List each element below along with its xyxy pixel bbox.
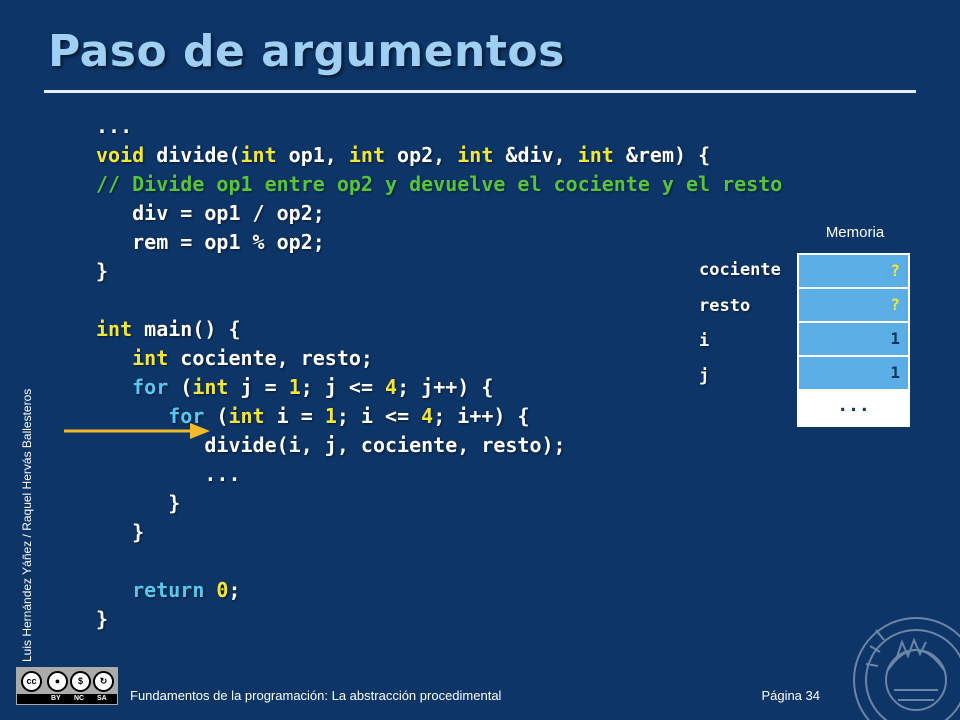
code-keyword: 4: [421, 404, 434, 428]
code-line: div = op1 / op2;: [96, 199, 782, 228]
memory-table: ? ? 1 1 ...: [797, 253, 910, 427]
code-text: divide(i, j, cociente, resto);: [96, 433, 566, 457]
code-line: }: [96, 257, 782, 286]
memory-label-resto: resto: [699, 296, 751, 316]
code-keyword: 1: [324, 404, 337, 428]
code-comment: // Divide op1 entre op2 y devuelve el co…: [96, 172, 783, 196]
memory-title: Memoria: [825, 224, 885, 241]
creative-commons-license-icon[interactable]: cc ● $ ↻ BY NC SA: [16, 667, 118, 705]
code-listing: ...void divide(int op1, int op2, int &di…: [96, 112, 782, 634]
title-underline: [44, 90, 916, 93]
code-text: ; i <=: [336, 404, 422, 428]
code-text: ; i++) {: [433, 404, 530, 428]
code-line: ...: [96, 460, 782, 489]
author-credit: Luis Hernández Yáñez / Raquel Hervás Bal…: [20, 388, 34, 662]
code-text: ;: [228, 578, 241, 602]
code-text: }: [96, 259, 109, 283]
code-text: op2,: [385, 143, 458, 167]
code-keyword: int: [457, 143, 494, 167]
code-line: }: [96, 518, 782, 547]
code-line: ...: [96, 112, 782, 141]
code-keyword: int: [96, 317, 133, 341]
code-keyword: return: [132, 578, 205, 602]
code-text: [96, 346, 132, 370]
code-keyword: 0: [216, 578, 229, 602]
footer-course-title: Fundamentos de la programación: La abstr…: [130, 688, 502, 703]
code-line: [96, 547, 782, 576]
code-line: void divide(int op1, int op2, int &div, …: [96, 141, 782, 170]
memory-label-i: i: [699, 331, 710, 351]
code-text: cociente, resto;: [168, 346, 373, 370]
code-text: div = op1 / op2;: [96, 201, 325, 225]
code-keyword: 4: [385, 375, 398, 399]
code-keyword: for: [168, 404, 205, 428]
code-line: for (int i = 1; i <= 4; i++) {: [96, 402, 782, 431]
code-text: (: [168, 375, 193, 399]
right-arrow-icon: [64, 423, 210, 439]
code-text: }: [96, 520, 145, 544]
code-text: &div,: [493, 143, 578, 167]
page-number: Página 34: [761, 688, 820, 703]
code-keyword: int: [228, 404, 265, 428]
code-line: int cociente, resto;: [96, 344, 782, 373]
memory-label-j: j: [699, 366, 710, 386]
code-text: }: [96, 491, 181, 515]
code-line: int main() {: [96, 315, 782, 344]
code-text: ...: [96, 462, 241, 486]
code-text: divide(: [144, 143, 241, 167]
code-text: j =: [228, 375, 289, 399]
code-line: }: [96, 489, 782, 518]
code-keyword: int: [192, 375, 229, 399]
memory-cell-i: 1: [799, 323, 908, 357]
memory-cell-j: 1: [799, 357, 908, 391]
code-text: rem = op1 % op2;: [96, 230, 325, 254]
code-line: // Divide op1 entre op2 y devuelve el co…: [96, 170, 782, 199]
slide-title: Paso de argumentos: [48, 26, 565, 77]
code-line: [96, 286, 782, 315]
code-line: for (int j = 1; j <= 4; j++) {: [96, 373, 782, 402]
code-keyword: int: [577, 143, 614, 167]
code-keyword: void: [96, 143, 145, 167]
license-by-label: BY: [51, 695, 61, 702]
memory-cell-cociente: ?: [799, 255, 908, 289]
code-text: ; j <=: [300, 375, 386, 399]
code-text: ; j++) {: [397, 375, 494, 399]
code-text: ...: [96, 114, 133, 138]
code-text: [96, 375, 132, 399]
code-keyword: for: [132, 375, 169, 399]
code-line: rem = op1 % op2;: [96, 228, 782, 257]
memory-label-cociente: cociente: [699, 260, 781, 280]
code-text: [96, 578, 132, 602]
code-keyword: int: [348, 143, 385, 167]
code-text: main() {: [132, 317, 241, 341]
code-text: }: [96, 607, 109, 631]
code-text: op1,: [276, 143, 349, 167]
license-nc-label: NC: [74, 695, 85, 702]
cc-circle-icon: cc: [21, 671, 42, 692]
code-line: return 0;: [96, 576, 782, 605]
noncommercial-icon: $: [70, 671, 91, 692]
code-line: }: [96, 605, 782, 634]
code-keyword: 1: [288, 375, 301, 399]
code-keyword: int: [132, 346, 169, 370]
license-sa-label: SA: [97, 695, 107, 702]
sharealike-icon: ↻: [93, 671, 114, 692]
code-keyword: int: [240, 143, 277, 167]
code-text: (: [204, 404, 229, 428]
code-text: &rem) {: [613, 143, 711, 167]
code-text: i =: [264, 404, 325, 428]
code-text: [204, 578, 216, 602]
university-seal-icon: [853, 617, 960, 720]
memory-cell-resto: ?: [799, 289, 908, 323]
code-line: divide(i, j, cociente, resto);: [96, 431, 782, 460]
memory-cell-overflow: ...: [799, 391, 908, 425]
attribution-person-icon: ●: [47, 671, 68, 692]
